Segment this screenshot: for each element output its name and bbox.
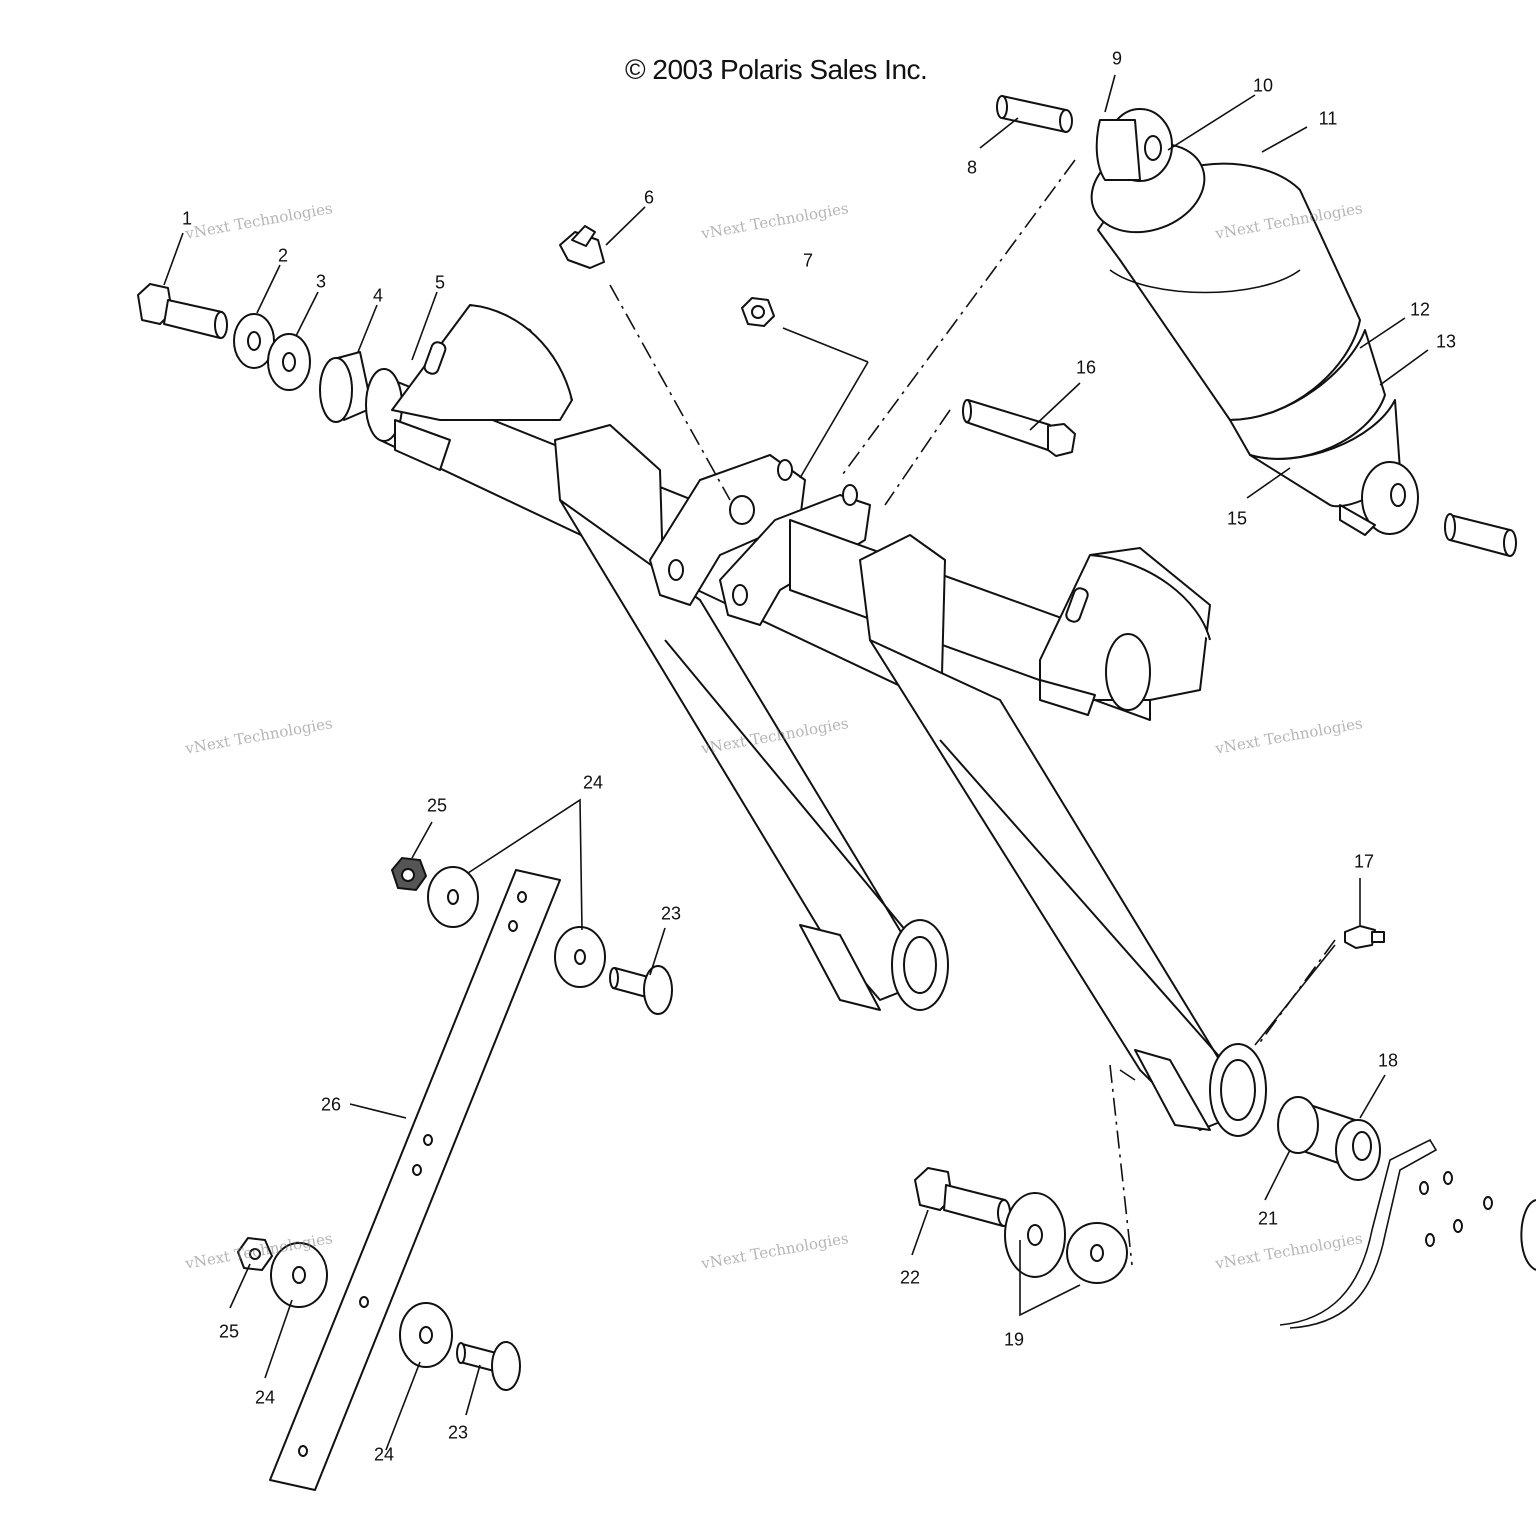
rear-arm-assembly: [789, 519, 1267, 1137]
washer-part-24c: [270, 1242, 328, 1308]
callout-2: 2: [277, 245, 289, 266]
strap-part-26: [269, 869, 561, 1491]
leader-lines: [163, 74, 1429, 1451]
washer-part-19b: [1066, 1222, 1128, 1284]
callout-7: 7: [802, 250, 814, 271]
alignment-lines: [609, 159, 1336, 1266]
front-arm-assembly: [319, 304, 949, 1011]
callout-3: 3: [315, 271, 327, 292]
callout-22: 22: [899, 1267, 921, 1288]
callout-16: 16: [1075, 357, 1097, 378]
callout-24-lower-left: 24: [254, 1387, 276, 1408]
callout-10: 10: [1252, 75, 1274, 96]
washer-part-24b: [554, 926, 606, 988]
callout-11: 11: [1318, 108, 1338, 129]
callout-24-upper: 24: [582, 772, 604, 793]
callout-1: 1: [181, 208, 193, 229]
shock-absorber-part-11: [1090, 108, 1419, 536]
callout-15: 15: [1226, 508, 1248, 529]
nut-part-7: [741, 297, 775, 327]
callout-5: 5: [434, 272, 446, 293]
pin-part-23b: [456, 1341, 521, 1391]
washer-part-24a: [427, 866, 479, 928]
washer-part-3: [267, 333, 311, 391]
callout-6: 6: [643, 187, 655, 208]
callout-23-lower: 23: [447, 1422, 469, 1443]
slide-rail-fragment: [1279, 1138, 1536, 1329]
bolt-part-16: [962, 399, 1076, 457]
bushing-part-18: [1277, 1096, 1381, 1181]
callout-21: 21: [1257, 1208, 1279, 1229]
copyright-text: © 2003 Polaris Sales Inc.: [625, 54, 928, 85]
grease-fitting-part-17: [1344, 925, 1385, 949]
callout-23-upper: 23: [660, 903, 682, 924]
callout-25-upper: 25: [426, 795, 448, 816]
nut-part-25b: [237, 1237, 273, 1271]
callout-12: 12: [1409, 299, 1431, 320]
washer-part-2: [233, 313, 275, 369]
callout-19: 19: [1003, 1329, 1025, 1350]
callout-25-lower: 25: [218, 1321, 240, 1342]
callout-17: 17: [1353, 851, 1375, 872]
grease-fitting-part-6: [559, 225, 605, 269]
callout-26: 26: [320, 1094, 342, 1115]
callout-24-lower-right: 24: [373, 1444, 395, 1465]
callout-4: 4: [372, 285, 384, 306]
washer-part-19a: [1004, 1192, 1066, 1278]
bolt-part-22: [914, 1167, 1011, 1227]
callout-9: 9: [1111, 48, 1123, 69]
washer-part-24d: [399, 1302, 453, 1368]
nut-part-25a: [390, 856, 428, 892]
bolt-part-1: [137, 283, 228, 339]
callout-18: 18: [1377, 1050, 1399, 1071]
callout-13: 13: [1435, 331, 1457, 352]
pin-part-23a: [609, 965, 673, 1015]
pin-part-8: [996, 95, 1073, 133]
pin-right: [1444, 513, 1517, 557]
callout-8: 8: [966, 157, 978, 178]
